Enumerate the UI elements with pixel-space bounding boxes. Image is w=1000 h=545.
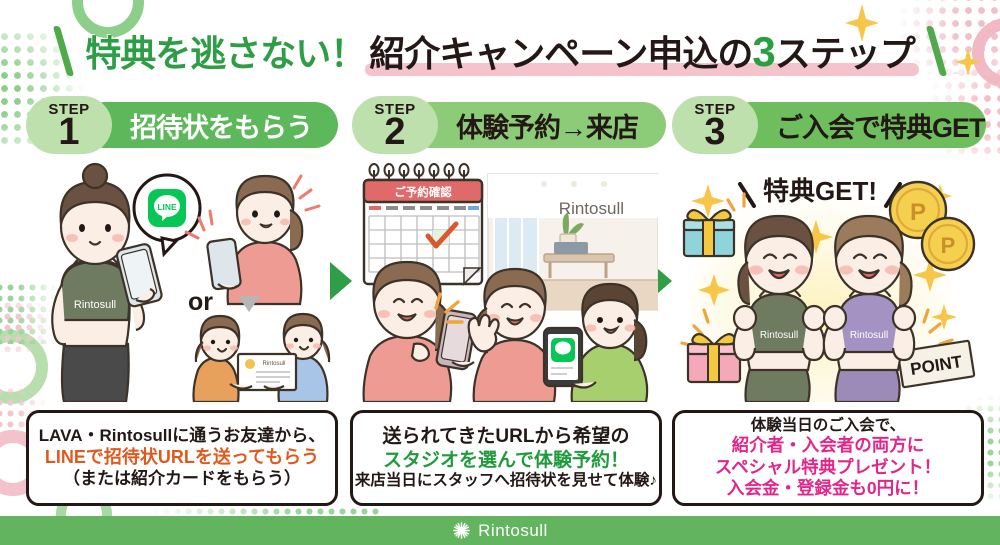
step-bar-2: 体験予約→来店 bbox=[408, 102, 666, 148]
title-step-count: 3 bbox=[752, 28, 775, 75]
panel2-calendar: ご予約確認 bbox=[362, 163, 484, 286]
caption-card-1: LAVA・Rintosullに通うお友達から、 LINEで招待状URLを送っても… bbox=[26, 410, 338, 506]
panel2-check-icon bbox=[425, 221, 459, 249]
panel3-burst-label: 特典GET! bbox=[763, 176, 877, 206]
title-part-two-post: ステップ bbox=[774, 33, 916, 74]
panel2-artwork: ご予約確認 bbox=[362, 163, 658, 402]
step-number-2: 2 bbox=[384, 110, 406, 153]
panel1-line-bubble: LINE bbox=[132, 173, 202, 258]
step-number-1: 1 bbox=[58, 110, 80, 153]
step-bar-1: 招待状をもらう bbox=[82, 102, 338, 148]
illustration-panel-1: Rintosull bbox=[22, 162, 332, 402]
title-underline-highlight bbox=[365, 63, 919, 76]
caption-3-line-3: スペシャル特典プレゼント！ bbox=[714, 456, 942, 477]
title-part-two: 紹介キャンペーン申込の3ステップ bbox=[369, 28, 916, 75]
caption-2-line-3: 来店当日にスタッフへ招待状を見せて体験♪ bbox=[354, 471, 658, 489]
footer-bar: Rintosull bbox=[0, 516, 1000, 545]
title-part-two-pre: 紹介キャンペーン申込の bbox=[369, 33, 753, 74]
panel1-top-brand: Rintosull bbox=[74, 299, 116, 311]
panel3-burst-headline: 特典GET! bbox=[738, 176, 902, 208]
caption-card-2: 送られてきたURLから希望の スタジオを選んで体験予約！ 来店当日にスタッフへ招… bbox=[350, 410, 662, 506]
step-number-3: 3 bbox=[704, 110, 726, 153]
steps-header-row: 招待状をもらう STEP 1 体験予約→来店 STEP 2 ご入会で特典GET … bbox=[0, 96, 1000, 158]
arrow-step1-to-step2-icon bbox=[330, 262, 352, 300]
page-title: 特典を逃さない！ 紹介キャンペーン申込の3ステップ bbox=[0, 20, 1000, 82]
panel1-artwork: Rintosull bbox=[51, 162, 331, 402]
caption-1-line-2: LINEで招待状URLを送ってもらう bbox=[44, 447, 320, 468]
title-slash-right bbox=[925, 26, 947, 76]
panel3-gift-pink bbox=[686, 333, 742, 384]
caption-2-line-1: 送られてきたURLから希望の bbox=[382, 426, 630, 448]
illustration-panel-3: 特典GET! bbox=[668, 162, 978, 402]
step-label-1: 招待状をもらう bbox=[130, 112, 313, 143]
title-part-two-wrapper: 紹介キャンペーン申込の3ステップ bbox=[365, 25, 919, 77]
step-word-3: STEP bbox=[694, 100, 736, 118]
panel1-card-brand: Rintosull bbox=[262, 361, 285, 367]
step-bar-3: ご入会で特典GET bbox=[728, 102, 986, 148]
panel3-right-brand: Rintosull bbox=[850, 330, 888, 341]
panel2-studio-sign: Rintosull bbox=[559, 199, 624, 218]
step-header-2: 体験予約→来店 STEP 2 bbox=[352, 96, 666, 154]
step-header-3: ご入会で特典GET STEP 3 bbox=[672, 96, 986, 154]
panel2-studio-photo: Rintosull bbox=[487, 173, 658, 311]
illustration-panel-2: ご予約確認 bbox=[348, 162, 658, 402]
caption-1-line-1: LAVA・Rintosullに通うお友達から、 bbox=[38, 426, 326, 446]
caption-2-line-2: スタジオを選んで体験予約！ bbox=[382, 449, 630, 471]
caption-1-line-3: （または紹介カードをもらう） bbox=[63, 468, 301, 488]
title-part-one: 特典を逃さない！ bbox=[85, 33, 366, 74]
panel3-left-brand: Rintosull bbox=[760, 330, 798, 341]
step-header-1: 招待状をもらう STEP 1 bbox=[26, 96, 338, 154]
panel3-coins: P P bbox=[888, 180, 976, 272]
step-label-3: ご入会で特典GET bbox=[776, 112, 986, 143]
step-label-2: 体験予約→来店 bbox=[456, 112, 639, 143]
step-badge-2: STEP 2 bbox=[352, 96, 438, 154]
starburst-icon bbox=[453, 522, 470, 539]
panel1-line-label: LINE bbox=[157, 202, 177, 212]
caption-3-line-1: 体験当日のご入会で、 bbox=[750, 416, 906, 434]
caption-3-line-4: 入会金・登録金も0円に！ bbox=[726, 478, 930, 499]
step-badge-3: STEP 3 bbox=[672, 96, 758, 154]
panel3-coin-label-2: P bbox=[941, 233, 956, 258]
panel3-gift-blue bbox=[682, 209, 736, 258]
panel2-calendar-title: ご予約確認 bbox=[394, 185, 452, 199]
step-word-2: STEP bbox=[374, 100, 416, 118]
step-word-1: STEP bbox=[48, 100, 90, 118]
caption-3-line-2: 紹介者・入会者の両方に bbox=[731, 435, 925, 456]
footer-brand-name: Rintosull bbox=[478, 520, 548, 540]
panel3-point-ticket: POINT bbox=[896, 339, 976, 389]
caption-card-3: 体験当日のご入会で、 紹介者・入会者の両方に スペシャル特典プレゼント！ 入会金… bbox=[672, 410, 984, 506]
panel3-artwork: 特典GET! bbox=[680, 176, 976, 402]
step-badge-1: STEP 1 bbox=[26, 96, 112, 154]
panel3-coin-label-1: P bbox=[910, 199, 926, 226]
title-slash-left bbox=[53, 26, 75, 76]
panel1-or-label: or bbox=[188, 288, 213, 316]
